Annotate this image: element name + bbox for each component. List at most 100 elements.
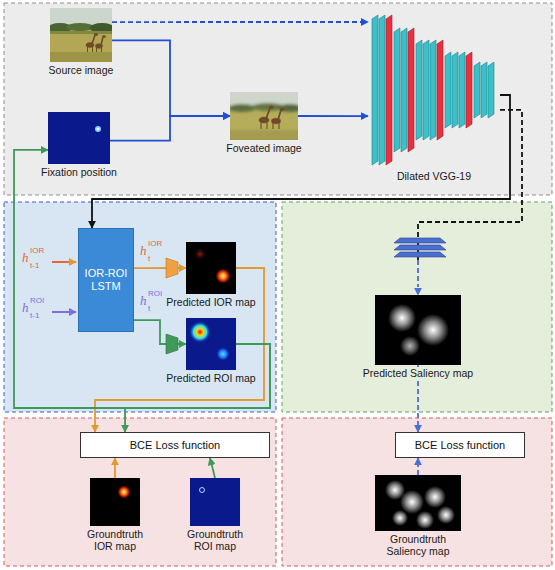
ior-head-layer	[166, 258, 178, 278]
connector-arrow	[417, 458, 419, 475]
heat-blob	[215, 268, 231, 284]
loss-panel	[4, 418, 276, 566]
lstm-box: IOR-ROI LSTM	[78, 228, 134, 332]
state-superscript: ROI	[30, 297, 44, 305]
state-input-arrow	[52, 311, 76, 313]
state-superscript: ROI	[148, 290, 162, 298]
connector-arrow	[112, 21, 368, 23]
image-caption: Groundtruth IOR map	[78, 528, 152, 552]
connector-arrow	[298, 115, 368, 117]
state-symbol: h	[140, 244, 147, 257]
heat-blob	[117, 485, 131, 499]
state-subscript: t-1	[30, 262, 39, 270]
grass	[50, 52, 112, 62]
conv-layer	[423, 40, 429, 140]
conv-layer	[481, 62, 487, 118]
tree	[230, 104, 256, 112]
conv-layer	[452, 52, 458, 128]
saliency-blob	[400, 336, 420, 356]
state-subscript: t-1	[30, 312, 39, 320]
readout-layer	[394, 252, 446, 257]
conv-layer	[416, 40, 422, 140]
connector-arrow	[14, 150, 270, 408]
connector-arrow	[210, 458, 215, 478]
loss-box: BCE Loss function	[395, 432, 525, 458]
pool-layer	[386, 15, 392, 165]
image-caption: Predicted ROI map	[164, 372, 257, 384]
grass	[50, 31, 112, 34]
gt-roi-picture	[190, 478, 240, 526]
conv-layer	[394, 28, 400, 152]
ior-map: Predicted IOR map	[186, 242, 236, 294]
giraffe-neck	[92, 35, 95, 44]
loss-panel	[282, 418, 552, 566]
state-symbol: h	[22, 301, 29, 314]
gt-saliency-picture	[375, 475, 461, 531]
box-label: IOR-ROI LSTM	[83, 267, 129, 292]
map-ground	[190, 478, 240, 526]
giraffe-legs	[88, 46, 93, 52]
roi-dot	[200, 488, 205, 493]
image-caption: Groundtruth Saliency map	[371, 533, 465, 557]
conv-layer	[445, 52, 451, 128]
box-label: BCE Loss function	[130, 439, 221, 452]
state-input-arrow	[52, 261, 76, 263]
line-mask	[417, 260, 420, 287]
map-ground	[186, 242, 236, 294]
image-caption: Foveated image	[224, 142, 303, 154]
state-symbol: h	[22, 251, 29, 264]
image-caption: Dilated VGG-19	[395, 170, 473, 182]
grass	[50, 8, 112, 62]
foveated-image: Foveated image	[230, 92, 298, 140]
loss-box: BCE Loss function	[80, 432, 270, 458]
tree	[66, 23, 94, 31]
readout-arrow-line	[417, 260, 419, 287]
state-subscript: t	[148, 305, 150, 313]
saliency-picture	[375, 295, 461, 365]
source-image: Source image	[50, 8, 112, 62]
giraffe-head	[94, 33, 98, 35]
state-superscript: IOR	[148, 240, 162, 248]
readout-layer	[394, 245, 446, 250]
image-caption: Groundtruth ROI map	[178, 528, 252, 552]
ior-map-picture	[186, 242, 236, 294]
pool-layer	[466, 52, 472, 128]
source-photo	[50, 8, 112, 62]
giraffe-legs	[97, 47, 102, 52]
gt-ior-picture	[90, 478, 140, 526]
roi-map: Predicted ROI map	[186, 318, 236, 370]
map-ground	[375, 475, 461, 531]
pool-layer	[408, 28, 414, 152]
giraffe-head	[102, 35, 105, 37]
heat-blob	[189, 321, 211, 343]
fixation-picture	[48, 112, 110, 164]
roi-head-layer	[166, 334, 178, 354]
image-caption: Predicted Saliency map	[361, 367, 475, 379]
giraffe	[95, 35, 105, 52]
pool-layer	[437, 40, 443, 140]
image-caption: Source image	[47, 64, 116, 76]
ior-map: Groundtruth IOR map	[90, 478, 140, 526]
image-caption: Fixation position	[39, 166, 119, 178]
state-subscript: t	[148, 255, 150, 263]
fixation-map: Fixation position	[48, 112, 110, 164]
fixation-dot	[95, 126, 101, 132]
saliency-map: Predicted Saliency map	[375, 295, 461, 365]
saliency-blob	[437, 506, 455, 524]
connector-arrow	[110, 116, 230, 141]
giraffe-legs	[261, 121, 267, 129]
conv-layer	[474, 62, 480, 118]
box-label: BCE Loss function	[415, 439, 506, 452]
image-caption: Predicted IOR map	[164, 296, 257, 308]
map-ground	[48, 112, 110, 164]
giraffe-legs	[273, 122, 279, 129]
saliency-blob	[417, 314, 449, 346]
cnn-backbone: Dilated VGG-19	[368, 12, 500, 168]
state-superscript: IOR	[30, 247, 44, 255]
giraffe	[271, 108, 284, 129]
roi-map: Groundtruth ROI map	[190, 478, 240, 526]
connector-arrow	[114, 458, 116, 478]
map-ground	[375, 295, 461, 365]
